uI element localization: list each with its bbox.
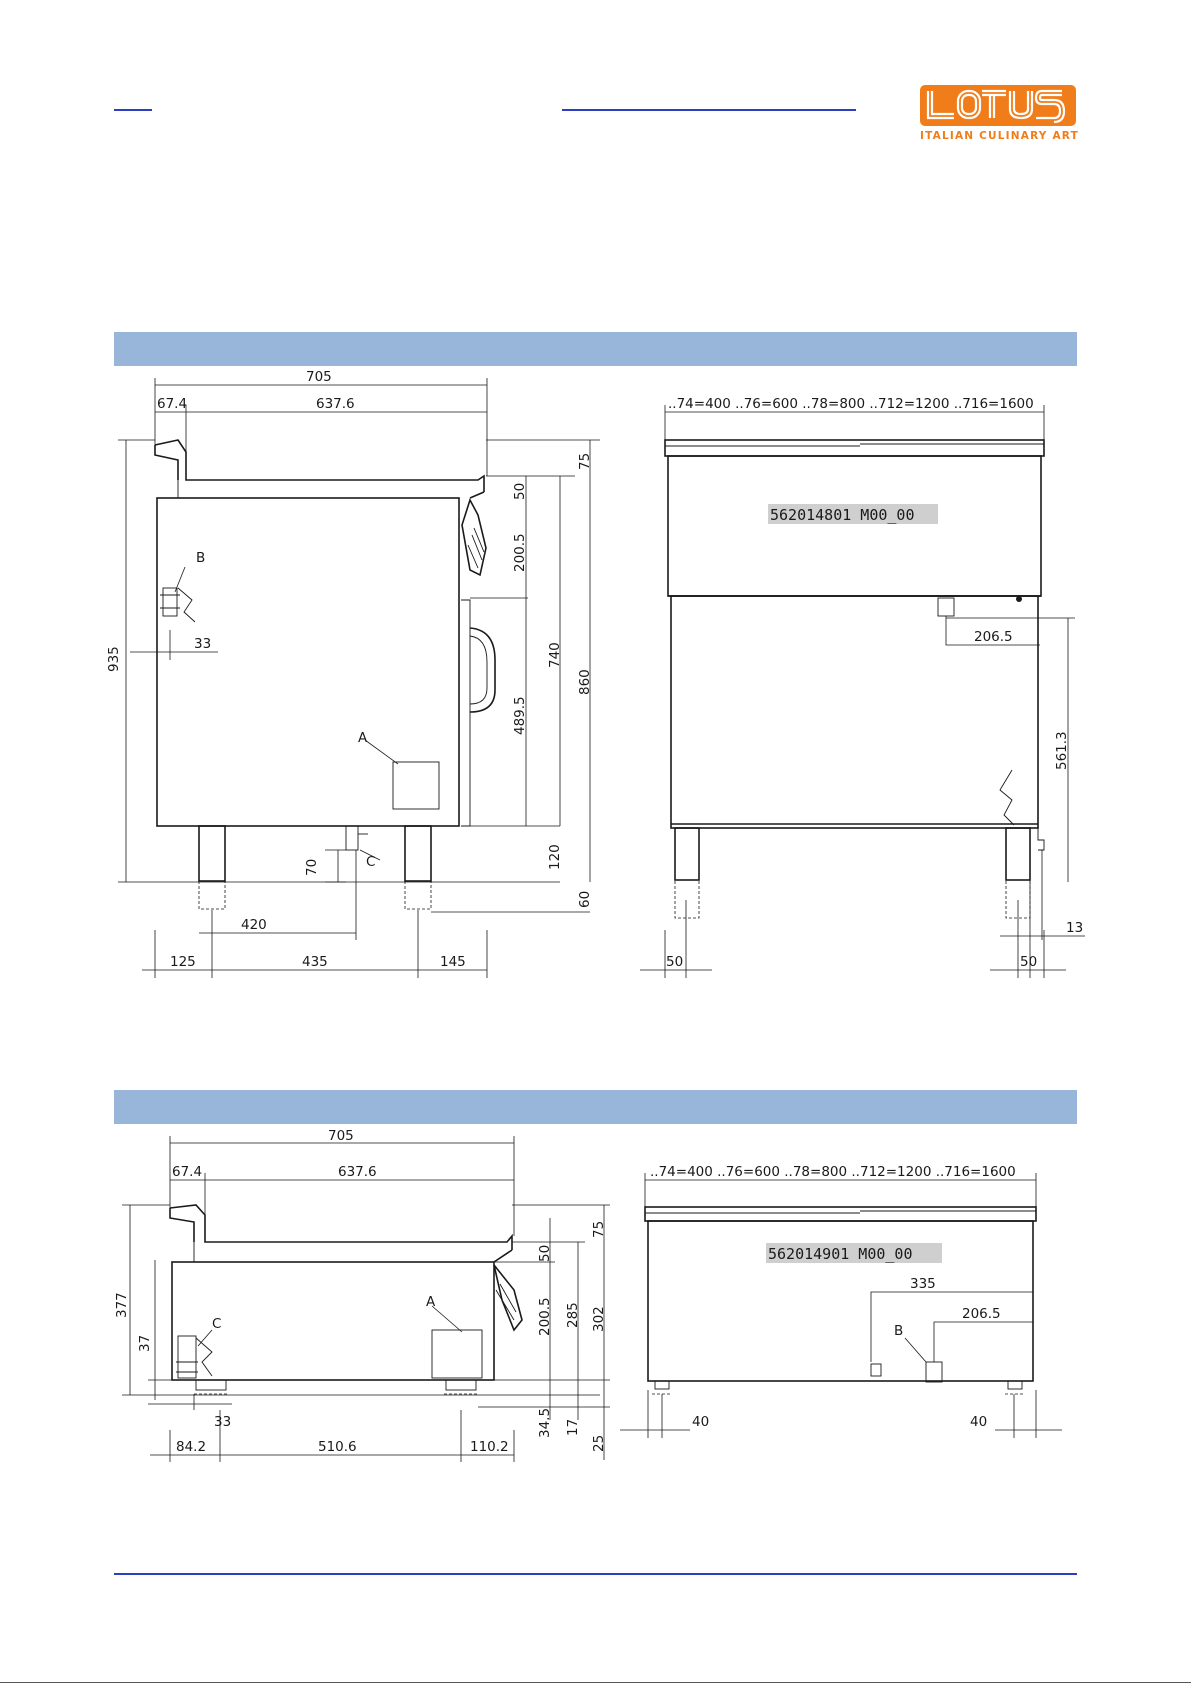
dim-145: 145 bbox=[440, 954, 466, 970]
dim-860: 860 bbox=[577, 669, 593, 695]
dim-420: 420 bbox=[241, 917, 267, 933]
dim-70: 70 bbox=[304, 859, 320, 876]
front2-code: 562014901 M00_00 bbox=[768, 1245, 913, 1263]
side2-dim-637-6: 637.6 bbox=[338, 1164, 377, 1180]
side2-dim-200-5: 200.5 bbox=[537, 1297, 553, 1336]
label-a: A bbox=[358, 730, 368, 746]
side2-dim-33: 33 bbox=[214, 1414, 231, 1430]
dim-60: 60 bbox=[577, 891, 593, 908]
dim-125: 125 bbox=[170, 954, 196, 970]
dim-935: 935 bbox=[106, 646, 122, 672]
side2-label-a: A bbox=[426, 1294, 436, 1310]
lotus-logo-lettering bbox=[926, 89, 1066, 124]
lotus-logo: ITALIAN CULINARY ART bbox=[920, 85, 1079, 142]
dim-435: 435 bbox=[302, 954, 328, 970]
dim-489-5: 489.5 bbox=[512, 696, 528, 735]
page-bottom-edge bbox=[0, 1682, 1191, 1683]
front2-dim-206-5: 206.5 bbox=[962, 1306, 1001, 1322]
dim-705: 705 bbox=[306, 369, 332, 385]
front2-dim-40-left: 40 bbox=[692, 1414, 709, 1430]
dim-67-4: 67.4 bbox=[157, 396, 187, 412]
side2-dim-705: 705 bbox=[328, 1128, 354, 1144]
label-c: C bbox=[366, 854, 375, 870]
section-band-1 bbox=[114, 332, 1077, 366]
section-band-2 bbox=[114, 1090, 1077, 1124]
side2-dim-84-2: 84.2 bbox=[176, 1439, 206, 1455]
front2-widths: ..74=400 ..76=600 ..78=800 ..712=1200 ..… bbox=[650, 1164, 1016, 1180]
side2-dim-25: 25 bbox=[591, 1435, 607, 1452]
side2-label-c: C bbox=[212, 1316, 221, 1332]
footer-rule bbox=[114, 1573, 1077, 1575]
dim-740: 740 bbox=[547, 642, 563, 668]
dim-120: 120 bbox=[547, 844, 563, 870]
front2-label-b: B bbox=[894, 1323, 903, 1339]
side2-dim-285: 285 bbox=[565, 1302, 581, 1328]
side2-dim-37: 37 bbox=[137, 1335, 153, 1352]
dim-33: 33 bbox=[194, 636, 211, 652]
dim-50: 50 bbox=[512, 483, 528, 500]
dim-200-5: 200.5 bbox=[512, 533, 528, 572]
front2-dim-40-right: 40 bbox=[970, 1414, 987, 1430]
label-b: B bbox=[196, 550, 205, 566]
side2-dim-302: 302 bbox=[591, 1306, 607, 1332]
side2-dim-75: 75 bbox=[591, 1221, 607, 1238]
side2-dim-377: 377 bbox=[114, 1292, 130, 1318]
lotus-tagline: ITALIAN CULINARY ART bbox=[920, 130, 1079, 142]
dim-637-6: 637.6 bbox=[316, 396, 355, 412]
front1-dim-561-3: 561.3 bbox=[1054, 731, 1070, 770]
front1-code: 562014801 M00_00 bbox=[770, 506, 915, 524]
side2-dim-50: 50 bbox=[537, 1245, 553, 1262]
dim-75: 75 bbox=[577, 453, 593, 470]
header-link-left[interactable] bbox=[114, 109, 152, 111]
front1-dim-50-right: 50 bbox=[1020, 954, 1037, 970]
front1-dim-50-left: 50 bbox=[666, 954, 683, 970]
side2-dim-34-5: 34.5 bbox=[537, 1408, 553, 1438]
front2-dim-335: 335 bbox=[910, 1276, 936, 1292]
lotus-logo-mark bbox=[920, 85, 1076, 126]
front1-dim-13: 13 bbox=[1066, 920, 1083, 936]
front1-widths: ..74=400 ..76=600 ..78=800 ..712=1200 ..… bbox=[668, 396, 1034, 412]
front1-dim-206-5: 206.5 bbox=[974, 629, 1013, 645]
side2-dim-17: 17 bbox=[565, 1419, 581, 1436]
side2-dim-510-6: 510.6 bbox=[318, 1439, 357, 1455]
side2-dim-67-4: 67.4 bbox=[172, 1164, 202, 1180]
side2-dim-110-2: 110.2 bbox=[470, 1439, 509, 1455]
header-link-center[interactable] bbox=[562, 109, 856, 111]
